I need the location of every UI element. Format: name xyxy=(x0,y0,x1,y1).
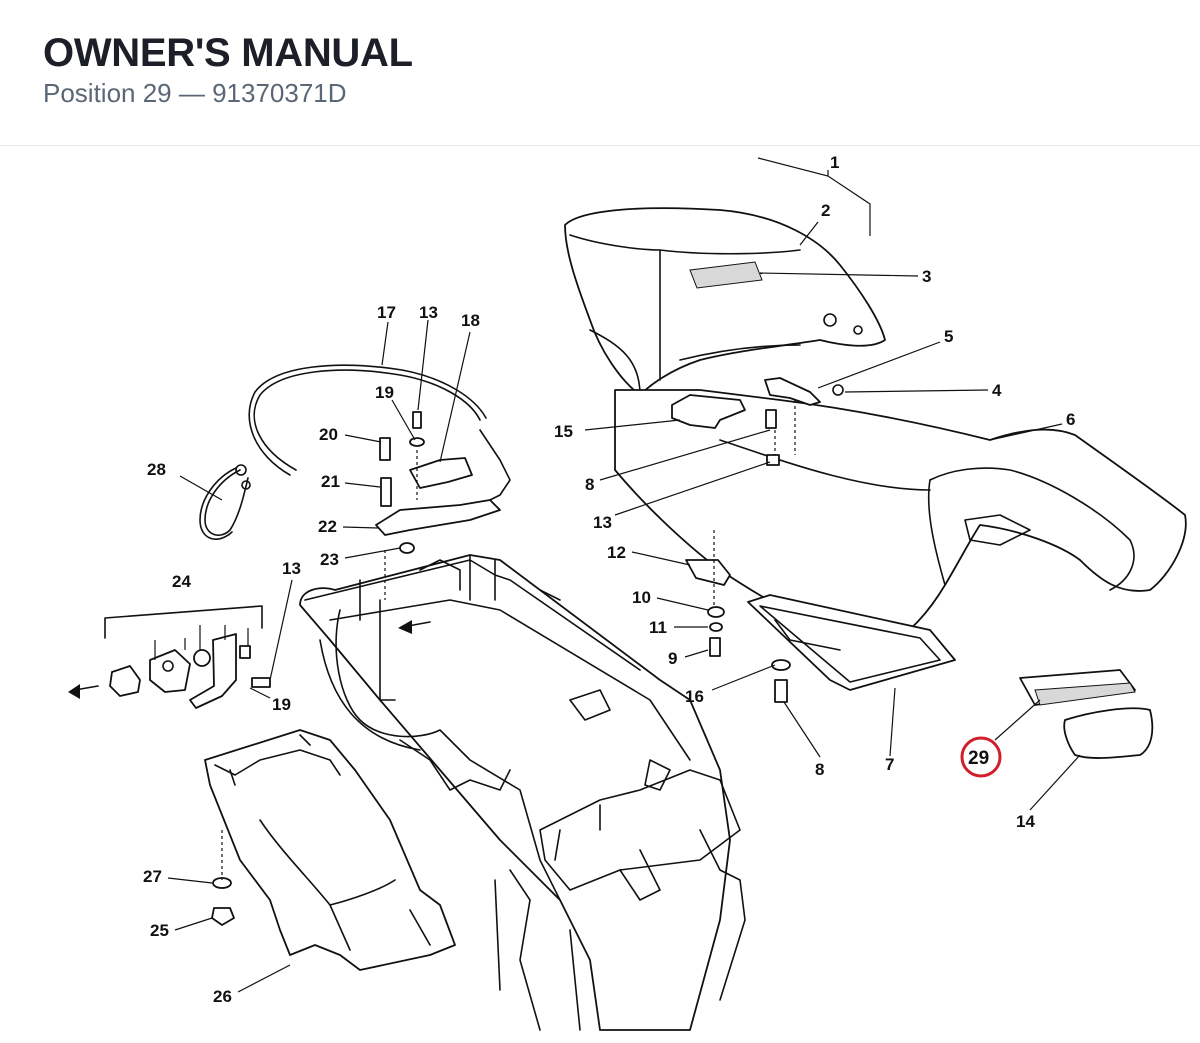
label-26: 26 xyxy=(213,987,232,1006)
label-20: 20 xyxy=(319,425,338,444)
label-14: 14 xyxy=(1016,812,1035,831)
label-2: 2 xyxy=(821,201,830,220)
label-6: 6 xyxy=(1066,410,1075,429)
bracket-parts-right xyxy=(671,377,844,703)
label-4: 4 xyxy=(992,381,1002,400)
label-13c: 13 xyxy=(593,513,612,532)
part-labels: 1 2 3 5 4 6 15 8 13 12 10 11 9 16 8 7 14… xyxy=(143,153,1075,1006)
label-15: 15 xyxy=(554,422,573,441)
label-21: 21 xyxy=(321,472,340,491)
seat-part xyxy=(614,389,1187,651)
owners-manual-part-29 xyxy=(1019,669,1136,706)
label-23: 23 xyxy=(320,550,339,569)
label-29: 29 xyxy=(968,748,989,769)
undertray-part-26 xyxy=(204,729,456,971)
pouch-part-14 xyxy=(1063,707,1154,759)
label-11: 11 xyxy=(649,618,667,637)
label-13a: 13 xyxy=(419,303,438,322)
page-header: OWNER'S MANUAL Position 29 — 91370371D xyxy=(0,0,1200,146)
rear-subframe xyxy=(299,554,746,1031)
strap-part-28 xyxy=(199,464,251,540)
label-19b: 19 xyxy=(272,695,291,714)
label-1: 1 xyxy=(830,153,839,172)
highlighted-callout-29[interactable]: 29 xyxy=(960,736,1002,778)
label-22: 22 xyxy=(318,517,337,536)
label-27: 27 xyxy=(143,867,162,886)
tray-part-7 xyxy=(747,594,956,691)
label-10: 10 xyxy=(632,588,651,607)
label-13b: 13 xyxy=(282,559,301,578)
label-25: 25 xyxy=(150,921,169,940)
label-3: 3 xyxy=(922,267,931,286)
seat-lock-cable-assembly xyxy=(248,364,511,600)
label-8b: 8 xyxy=(815,760,824,779)
lock-assembly-part-24 xyxy=(68,605,271,709)
seat-cowl-part xyxy=(564,207,886,396)
label-18: 18 xyxy=(461,311,480,330)
highlight-ring xyxy=(960,736,1002,778)
arrow-head xyxy=(398,620,412,634)
label-8a: 8 xyxy=(585,475,594,494)
label-7: 7 xyxy=(885,755,894,774)
page-title: OWNER'S MANUAL xyxy=(43,31,413,75)
leader-lines xyxy=(167,157,1081,993)
label-16: 16 xyxy=(685,687,704,706)
label-12: 12 xyxy=(607,543,626,562)
label-9: 9 xyxy=(668,649,677,668)
label-28: 28 xyxy=(147,460,166,479)
label-19a: 19 xyxy=(375,383,394,402)
label-17: 17 xyxy=(377,303,396,322)
label-5: 5 xyxy=(944,327,953,346)
page-subtitle: Position 29 — 91370371D xyxy=(43,78,347,108)
label-24: 24 xyxy=(172,572,191,591)
